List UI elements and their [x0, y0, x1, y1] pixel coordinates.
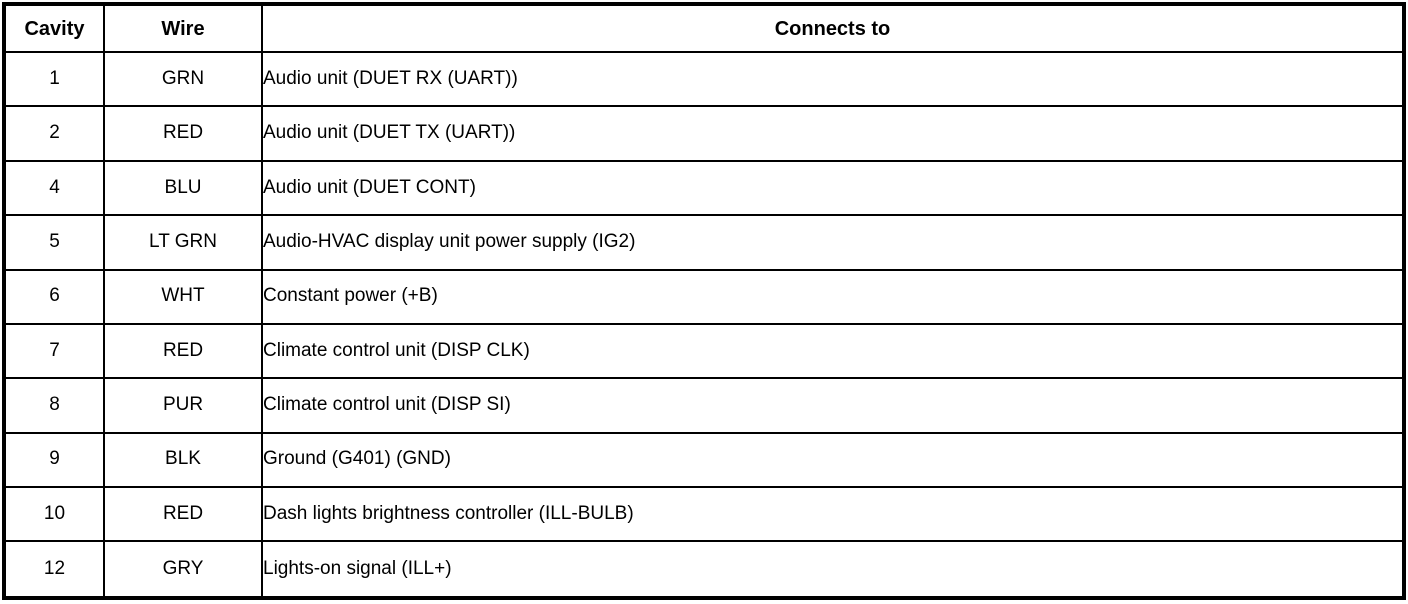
wire-cell: GRN [103, 50, 263, 108]
cavity-cell: 6 [3, 268, 105, 325]
table-row: 9 BLK Ground (G401) (GND) [3, 431, 1405, 489]
wire-cell: RED [103, 322, 263, 380]
table-row: 1 GRN Audio unit (DUET RX (UART)) [3, 50, 1405, 108]
table-row: 4 BLU Audio unit (DUET CONT) [3, 159, 1405, 217]
wire-cell: BLK [103, 431, 263, 489]
cavity-cell: 10 [3, 485, 105, 543]
cavity-cell: 2 [3, 105, 105, 162]
connects-to-cell: Dash lights brightness controller (ILL-B… [261, 485, 1405, 543]
table-row: 12 GRY Lights-on signal (ILL+) [3, 540, 1405, 599]
cavity-cell: 9 [3, 431, 105, 489]
cavity-cell: 1 [3, 50, 105, 108]
connects-to-cell: Lights-on signal (ILL+) [261, 540, 1405, 599]
wire-cell: LT GRN [103, 214, 263, 271]
table-row: 10 RED Dash lights brightness controller… [3, 485, 1405, 543]
table-row: 7 RED Climate control unit (DISP CLK) [3, 322, 1405, 380]
connects-to-cell: Audio unit (DUET RX (UART)) [261, 50, 1405, 108]
table-row: 6 WHT Constant power (+B) [3, 268, 1405, 325]
table-row: 2 RED Audio unit (DUET TX (UART)) [3, 105, 1405, 162]
connects-to-cell: Constant power (+B) [261, 268, 1405, 325]
connects-to-cell: Ground (G401) (GND) [261, 431, 1405, 489]
cavity-cell: 5 [3, 214, 105, 271]
wire-cell: RED [103, 485, 263, 543]
wire-cell: RED [103, 105, 263, 162]
connects-to-cell: Audio unit (DUET CONT) [261, 159, 1405, 217]
connects-to-cell: Climate control unit (DISP CLK) [261, 322, 1405, 380]
wire-cell: BLU [103, 159, 263, 217]
column-header-wire: Wire [103, 3, 263, 53]
wire-cell: WHT [103, 268, 263, 325]
wire-cell: PUR [103, 377, 263, 434]
cavity-cell: 12 [3, 540, 105, 599]
connects-to-cell: Climate control unit (DISP SI) [261, 377, 1405, 434]
table-row: 8 PUR Climate control unit (DISP SI) [3, 377, 1405, 434]
column-header-cavity: Cavity [3, 3, 105, 53]
cavity-cell: 4 [3, 159, 105, 217]
cavity-cell: 7 [3, 322, 105, 380]
column-header-connects-to: Connects to [261, 3, 1405, 53]
header-row: Cavity Wire Connects to [3, 3, 1405, 53]
wire-cell: GRY [103, 540, 263, 599]
table-row: 5 LT GRN Audio-HVAC display unit power s… [3, 214, 1405, 271]
cavity-cell: 8 [3, 377, 105, 434]
connects-to-cell: Audio-HVAC display unit power supply (IG… [261, 214, 1405, 271]
connects-to-cell: Audio unit (DUET TX (UART)) [261, 105, 1405, 162]
